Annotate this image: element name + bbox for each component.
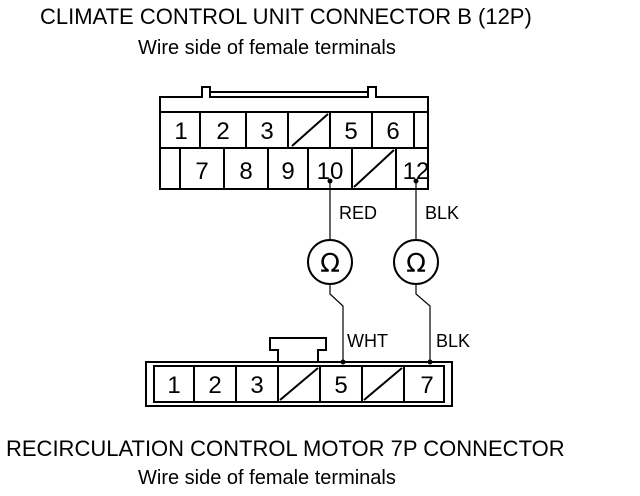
ohm-symbol-right: Ω (406, 249, 426, 279)
connector-7p-latch (269, 337, 327, 362)
b-pin-9: 9 (281, 158, 294, 185)
b-pin-5: 5 (344, 118, 357, 145)
wire-label-blk-top: BLK (425, 203, 459, 223)
connector-b-outline (159, 86, 429, 190)
connector-b-title: CLIMATE CONTROL UNIT CONNECTOR B (12P) (40, 4, 532, 29)
b-pin-8: 8 (239, 158, 252, 185)
b-pin-6: 6 (386, 118, 399, 145)
b-pin-1: 1 (174, 118, 187, 145)
wire-wht (329, 284, 344, 362)
m-pin-2: 2 (208, 372, 221, 399)
ohm-symbol-left: Ω (320, 249, 340, 279)
m-pin-1: 1 (167, 372, 180, 399)
m-pin-5: 5 (334, 372, 347, 399)
wire-blk-bottom (415, 284, 431, 362)
m-pin-7: 7 (420, 372, 433, 399)
m-pin-3: 3 (250, 372, 263, 399)
ohmmeter-left (307, 239, 353, 285)
wire-label-blk-bottom: BLK (436, 331, 470, 351)
connector-b-subtitle: Wire side of female terminals (138, 37, 396, 59)
ohmmeter-right (393, 239, 439, 285)
b-pin-3: 3 (260, 118, 273, 145)
connector-7p-subtitle: Wire side of female terminals (138, 467, 396, 489)
b-pin-7: 7 (195, 158, 208, 185)
b-pin-2: 2 (216, 118, 229, 145)
wire-label-wht: WHT (347, 331, 388, 351)
wire-label-red: RED (339, 203, 377, 223)
connector-7p-title: RECIRCULATION CONTROL MOTOR 7P CONNECTOR (6, 436, 565, 461)
connector-7p-outline (145, 361, 453, 407)
